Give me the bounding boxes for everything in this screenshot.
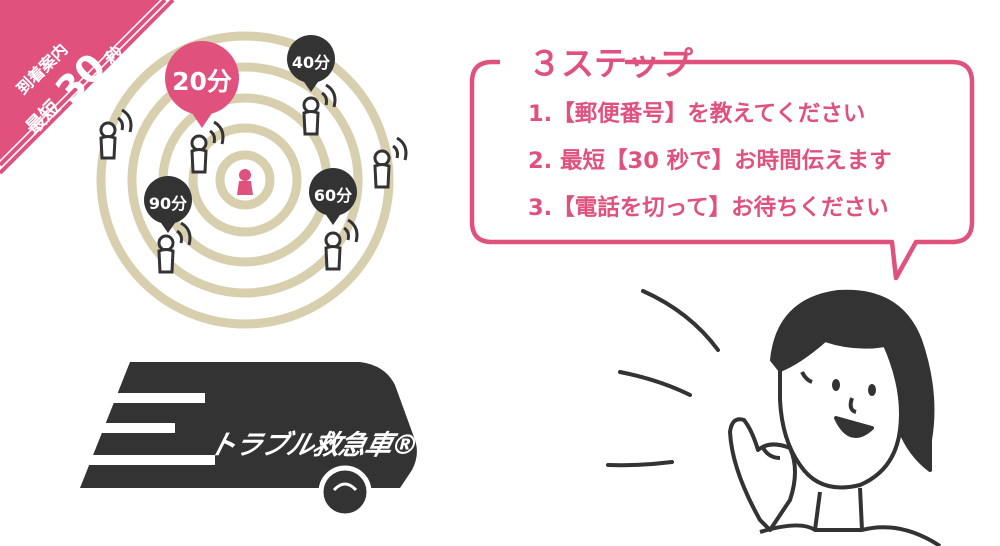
signal-icon — [176, 221, 192, 246]
step-1: 1.【郵便番号】を教えてください — [528, 101, 866, 127]
pin-90-label: 90分 — [148, 194, 188, 213]
person-icon — [324, 231, 342, 271]
signal-icon — [343, 218, 359, 243]
van-brand-logo: トラブル救急車® — [205, 430, 422, 461]
pin-40-label: 40分 — [291, 53, 331, 72]
speed-lines — [75, 393, 215, 465]
signal-icon — [117, 108, 133, 133]
person-icon — [190, 134, 208, 174]
pin-20-label: 20分 — [172, 67, 232, 96]
woman-face — [728, 289, 942, 546]
pin-60-label: 60分 — [313, 186, 353, 205]
person-icon — [157, 234, 175, 274]
motion-lines — [606, 289, 720, 468]
pin-90-bubble — [144, 176, 192, 233]
signal-icon — [321, 83, 337, 108]
pin-20-bubble — [165, 41, 239, 128]
location-pin-icon — [237, 169, 253, 195]
van-wheel — [318, 465, 372, 519]
signal-icon — [209, 120, 225, 145]
pin-60-bubble — [309, 168, 357, 225]
step-2: 2. 最短【30 秒で】お時間伝えます — [528, 148, 892, 174]
signal-icon — [392, 136, 408, 161]
person-icon — [373, 149, 391, 189]
step-3: 3.【電話を切って】お待ちください — [528, 195, 889, 221]
banner-stripes — [0, 0, 175, 175]
steps-title: ３ステップ — [528, 44, 693, 83]
person-icon — [302, 96, 320, 136]
person-icon — [99, 121, 117, 160]
corner-banner: 到着案内 最短 30 秒 — [0, 0, 175, 175]
pin-40-bubble — [287, 35, 335, 92]
